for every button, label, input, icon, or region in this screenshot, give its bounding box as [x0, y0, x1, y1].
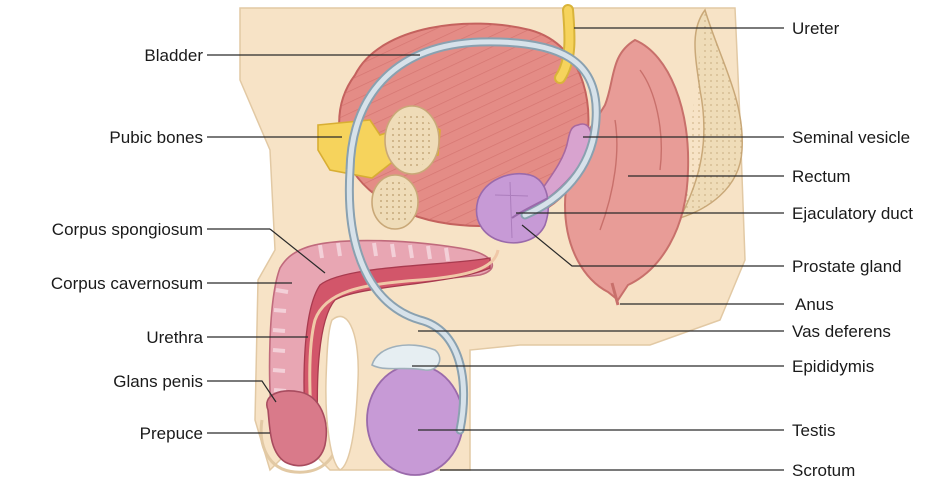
testis — [367, 365, 463, 475]
label-epididymis: Epididymis — [792, 357, 874, 376]
label-rectum: Rectum — [792, 167, 851, 186]
label-corpus-cavernosum: Corpus cavernosum — [51, 274, 203, 293]
label-ureter: Ureter — [792, 19, 840, 38]
label-corpus-spongiosum: Corpus spongiosum — [52, 220, 203, 239]
label-scrotum: Scrotum — [792, 461, 855, 480]
label-pubic-bones: Pubic bones — [109, 128, 203, 147]
label-vas-deferens: Vas deferens — [792, 322, 891, 341]
label-anus: Anus — [795, 295, 834, 314]
label-ejaculatory-duct: Ejaculatory duct — [792, 204, 913, 223]
label-seminal-vesicle: Seminal vesicle — [792, 128, 910, 147]
label-testis: Testis — [792, 421, 835, 440]
label-urethra: Urethra — [146, 328, 203, 347]
label-glans-penis: Glans penis — [113, 372, 203, 391]
label-bladder: Bladder — [144, 46, 203, 65]
label-prepuce: Prepuce — [140, 424, 203, 443]
label-prostate-gland: Prostate gland — [792, 257, 902, 276]
